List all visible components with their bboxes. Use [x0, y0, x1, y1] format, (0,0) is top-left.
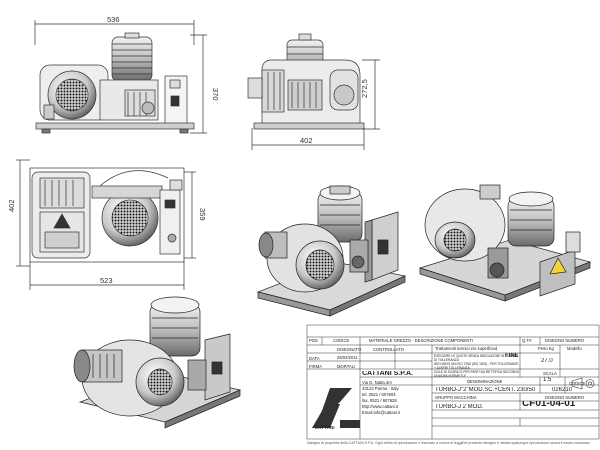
- header-drawing-number: DISEGNO NUMERO: [545, 338, 585, 343]
- label-scale: SCALA: [543, 371, 557, 376]
- value-machine-group: TURBO-J 2 MOD.: [435, 404, 484, 410]
- tolerance-note-line: SECONDO UNI ISO 2768 (ISO 1801) - PER TO…: [434, 362, 519, 370]
- value-treatment: Trattamenti termici e/o superficiali: [435, 346, 498, 351]
- projection-symbol-icon: [571, 377, 595, 390]
- label-drawing-number: DISEGNO NUMERO: [545, 395, 585, 400]
- label-signature: FIRMA: [309, 364, 323, 369]
- footer-right-note: Del presente disegno è vietata qualunque…: [462, 441, 590, 445]
- tolerance-note-line: ESEGUIRE LE QUOTE SENZA INDICAZIONE IN C…: [434, 354, 518, 362]
- value-scale: 1:5: [543, 377, 552, 383]
- front-view: [34, 20, 207, 134]
- dim-side-width: 402: [300, 136, 313, 145]
- dim-front-width: 536: [107, 15, 120, 24]
- header-material: MATERIALE GREZZO - DESCRIZIONE COMPONENT…: [369, 338, 473, 343]
- dim-top-width: 523: [100, 276, 113, 285]
- label-denomination: DENOMINAZIONE: [467, 379, 503, 384]
- label-checked: CONTROLLATO: [373, 347, 405, 352]
- company-address-1: Via G. Natta,4/A: [362, 380, 393, 385]
- isometric-view-low: [73, 296, 242, 429]
- cattani-logo-mark: [312, 388, 360, 428]
- isometric-view-rear: [418, 184, 592, 302]
- company-logo-text: CATTANI: [315, 425, 335, 430]
- label-weight: Peso Kg: [538, 346, 554, 351]
- label-date: DATA: [309, 356, 320, 361]
- value-drawing-number: CF01-04-01: [522, 401, 576, 407]
- label-machine-group: GRUPPO MACCHINA: [435, 395, 477, 400]
- company-web: http://www.cattani.it: [362, 404, 399, 409]
- isometric-view-front: [256, 185, 407, 317]
- dim-front-height: 370: [211, 88, 220, 101]
- value-code: 026210: [552, 387, 573, 393]
- label-code: CODICE: [569, 381, 586, 386]
- value-date: 25/02/2011: [337, 355, 358, 360]
- top-view: [16, 159, 196, 290]
- label-model: Modello: [567, 346, 582, 351]
- value-weight: 27.0: [541, 358, 553, 364]
- header-qty: Q.TA': [522, 338, 533, 343]
- company-fax: fax. 0521 / 607628: [362, 398, 397, 403]
- dim-top-depth-right: 359: [198, 208, 207, 221]
- header-pos: POS: [309, 338, 318, 343]
- title-block: POS CODICE MATERIALE GREZZO - DESCRIZION…: [307, 325, 600, 445]
- footer-left-note: Disegno di proprietà della CATTANI S.P.A…: [307, 441, 463, 445]
- tolerance-class: FINE: [505, 353, 519, 359]
- side-view: [247, 33, 380, 150]
- value-signature: MORTALI: [337, 364, 356, 369]
- company-email: Email:info@cattani.it: [362, 410, 401, 415]
- company-name: CATTANI S.P.A.: [362, 371, 413, 377]
- dim-side-height: 272,5: [360, 79, 369, 98]
- header-code: CODICE: [333, 338, 350, 343]
- value-denomination: TURBO-J"2"MOD.SC.+CENT. 230/50: [435, 387, 536, 393]
- tolerance-note: ESEGUIRE LE QUOTE SENZA INDICAZIONE IN C…: [434, 354, 520, 378]
- company-tel: tel. 0521 / 607604: [362, 392, 396, 397]
- tolerance-note-line: GOLE DI SCARICO PER PARTI DA RETTIFICA S…: [434, 370, 520, 378]
- label-designed: DISEGNATO: [337, 347, 362, 352]
- dim-top-depth-left: 402: [7, 199, 16, 212]
- company-address-2: 43122 Parma - Italy: [362, 386, 399, 391]
